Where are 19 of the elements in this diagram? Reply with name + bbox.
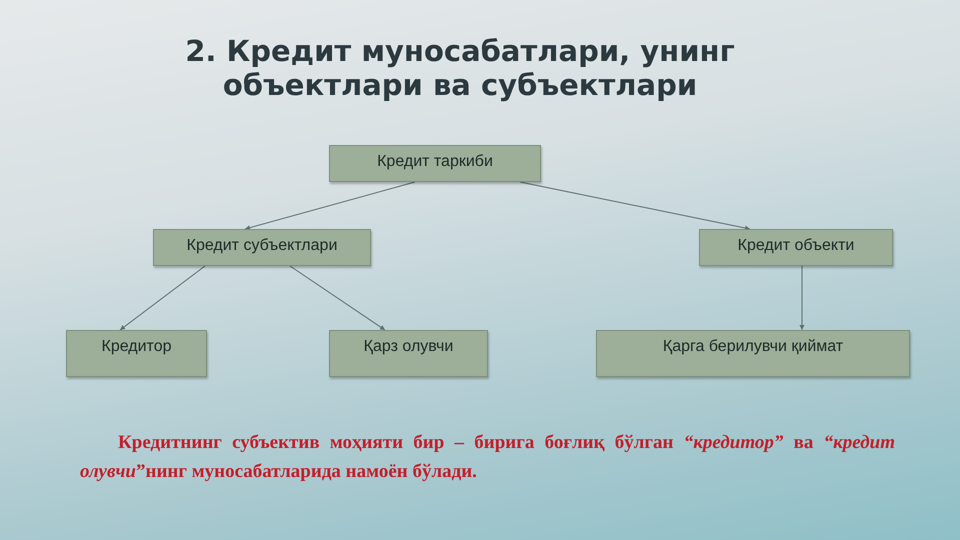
process-box [329,145,541,182]
node-label: Кредит субъектлари [186,237,338,255]
note-text: Кредитнинг субъектив моҳияти бир – бирига боғлиқ бўлган “кредитор” ва “кредит олувчи”нинг муносабатларида намоён бўлади. [80,431,895,484]
connector-arrow [800,266,804,330]
connector-arrow [244,182,416,230]
node-label: Кредит объекти [738,237,854,255]
slide-title: 2. Кредит муносабатлари, унинг объектлари ва субъектлари [184,34,736,102]
node-label: Кредитор [102,338,172,356]
node-label: Кредит таркиби [377,153,493,171]
process-box [596,330,910,377]
process-box [699,229,893,266]
node-label: Қарга берилувчи қиймат [662,338,844,356]
process-box [329,330,488,377]
node-label: Қарз олувчи [364,338,454,356]
connector-arrow [520,182,750,230]
connector-arrow [120,266,206,330]
process-box [66,330,207,377]
connector-arrow [290,266,386,330]
process-box [153,229,371,266]
